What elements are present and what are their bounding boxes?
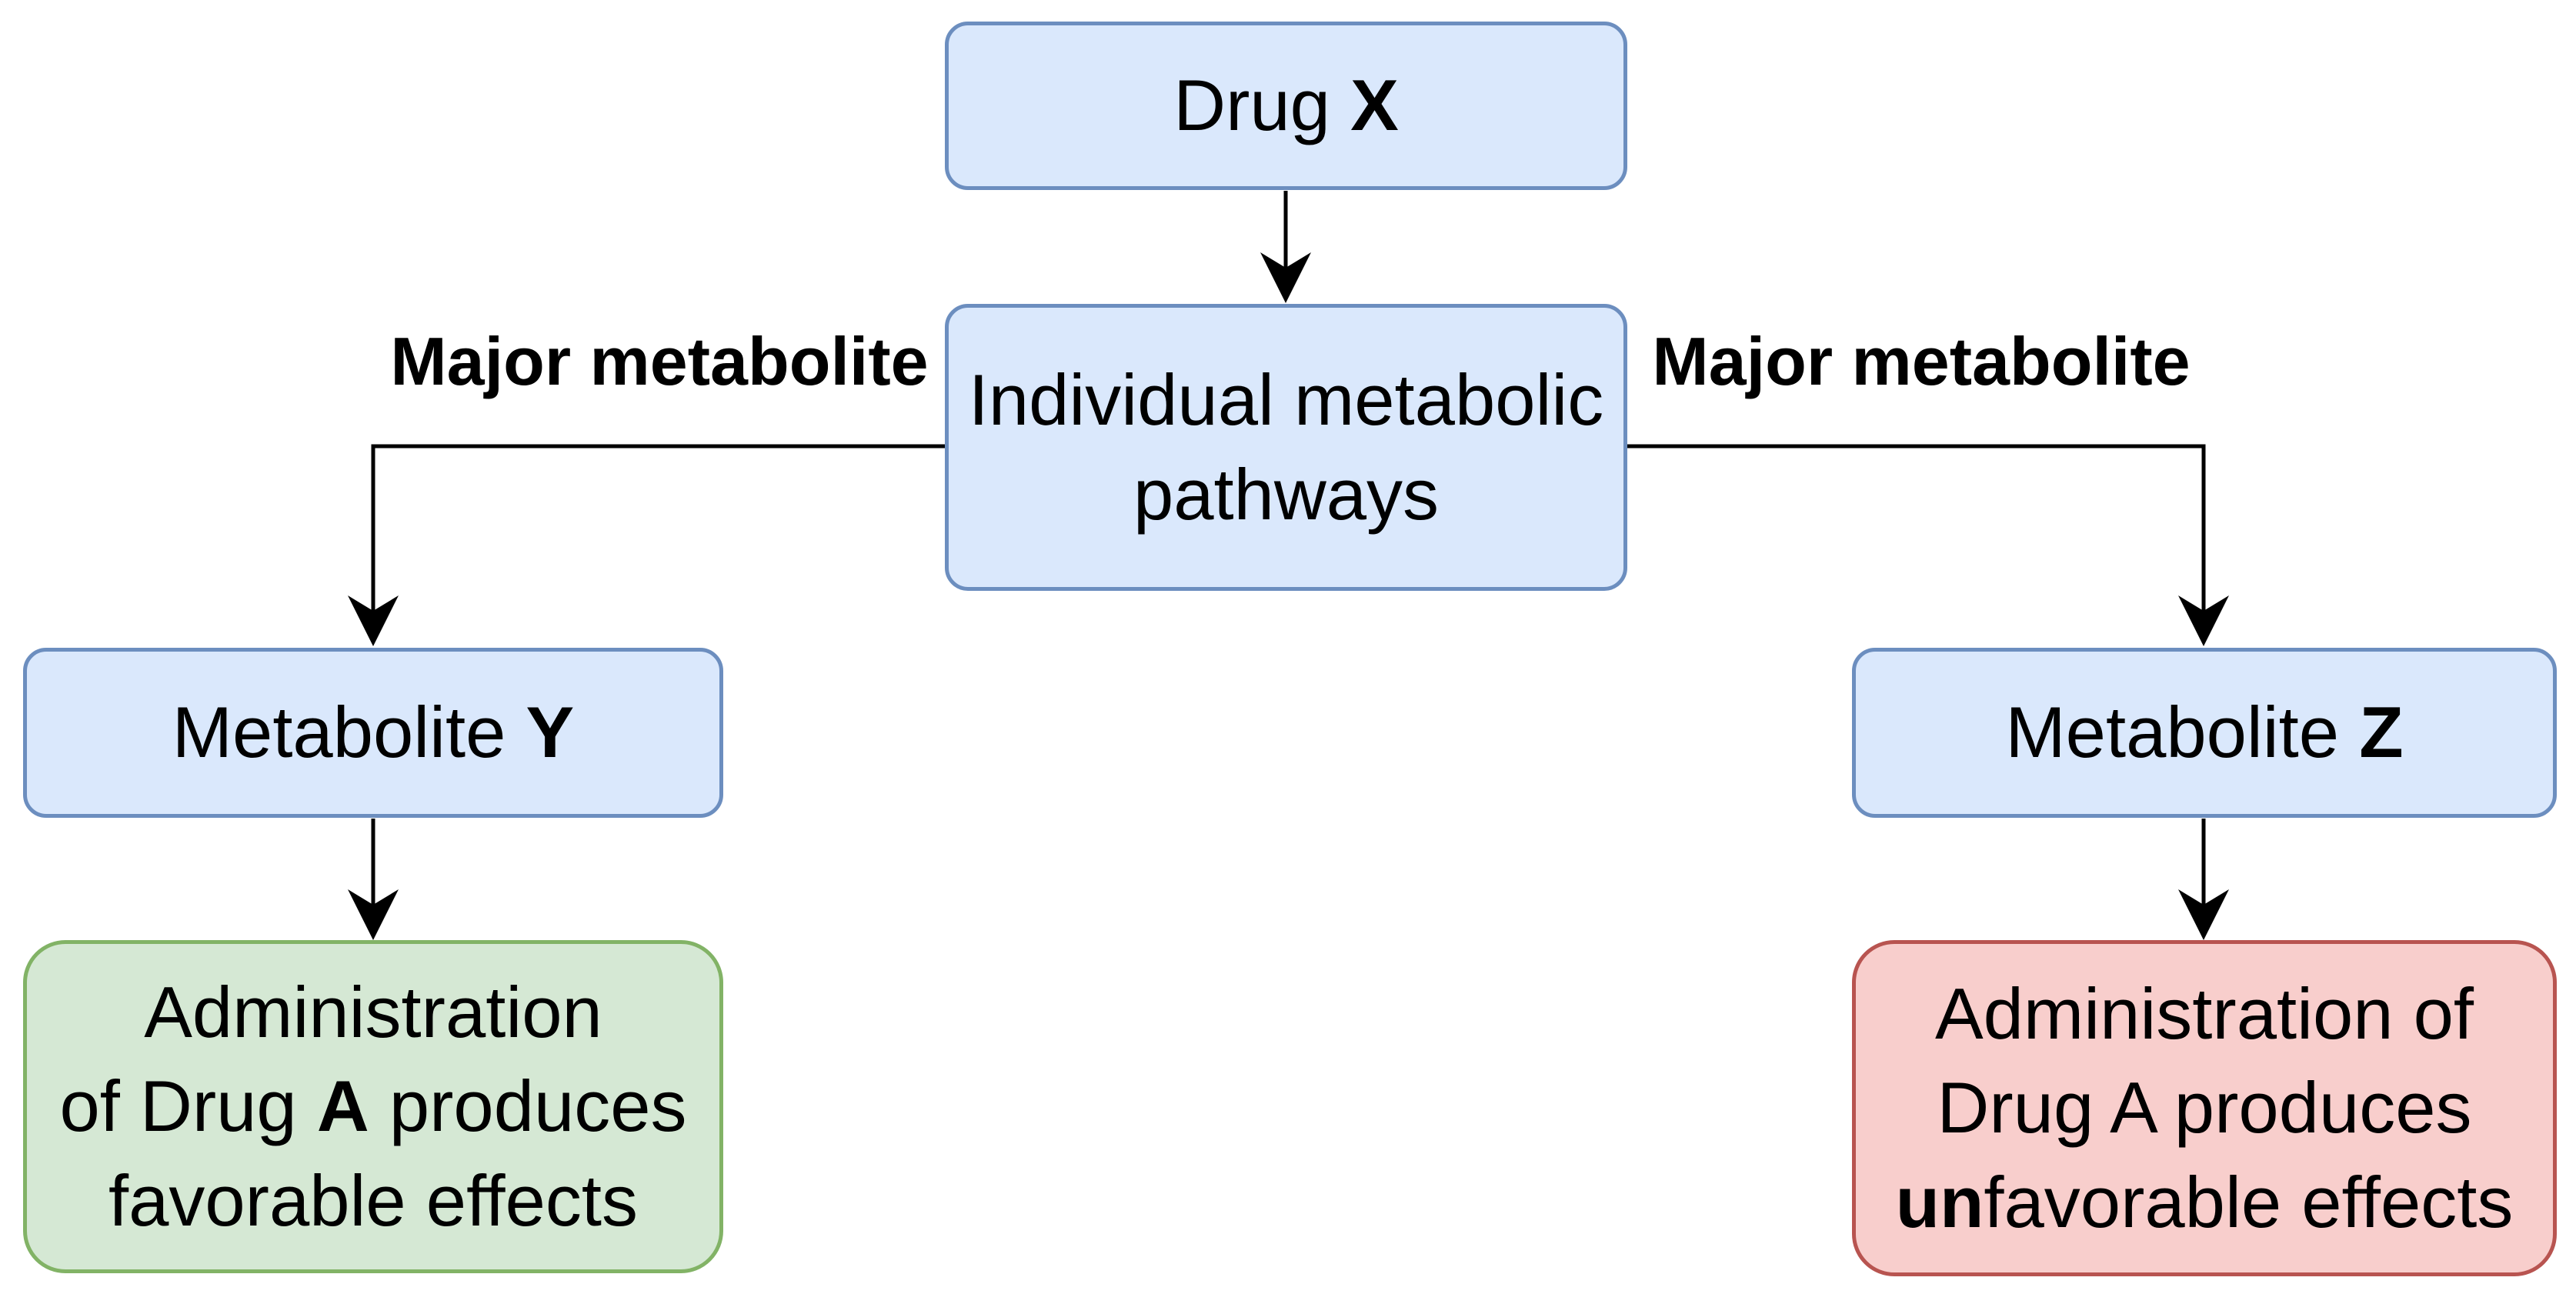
node-outcome-favorable-line1: Administration bbox=[144, 972, 602, 1053]
node-outcome-unfavorable: Administration of Drug A produces unfavo… bbox=[1852, 940, 2557, 1276]
node-individual-metabolic-pathways: Individual metabolic pathways bbox=[945, 304, 1627, 591]
node-drug-x: Drug X bbox=[945, 22, 1627, 190]
node-drug-x-label: Drug X bbox=[1173, 65, 1399, 146]
node-metabolite-y-label: Metabolite Y bbox=[172, 692, 575, 773]
edge-pathways-to-metabolite-y bbox=[371, 444, 949, 612]
node-pathways-label-line2: pathways bbox=[1133, 453, 1440, 535]
node-pathways-label-line1: Individual metabolic bbox=[968, 359, 1604, 441]
arrowhead-pathways-to-metabolite-z-icon bbox=[2178, 595, 2229, 646]
node-outcome-unfavorable-line2: Drug A produces bbox=[1937, 1067, 2472, 1149]
node-outcome-favorable-line2: of Drug A produces bbox=[59, 1066, 687, 1147]
arrowhead-drug-x-to-pathways-icon bbox=[1260, 252, 1311, 303]
node-outcome-unfavorable-line1: Administration of bbox=[1934, 973, 2474, 1055]
node-metabolite-z-label: Metabolite Z bbox=[2005, 692, 2404, 773]
edge-label-major-metabolite-right: Major metabolite bbox=[1652, 323, 2191, 399]
edge-pathways-to-metabolite-z bbox=[1623, 444, 2206, 612]
node-outcome-favorable: Administration of Drug A produces favora… bbox=[23, 940, 723, 1273]
node-outcome-favorable-line3: favorable effects bbox=[108, 1159, 639, 1241]
arrowhead-metabolite-z-to-unfavorable-icon bbox=[2178, 889, 2229, 940]
node-metabolite-y: Metabolite Y bbox=[23, 648, 723, 818]
node-metabolite-z: Metabolite Z bbox=[1852, 648, 2557, 818]
arrowhead-pathways-to-metabolite-y-icon bbox=[348, 595, 399, 646]
node-outcome-unfavorable-line3: unfavorable effects bbox=[1895, 1161, 2514, 1242]
edge-label-major-metabolite-left: Major metabolite bbox=[390, 323, 929, 399]
arrowhead-metabolite-y-to-favorable-icon bbox=[348, 889, 399, 940]
